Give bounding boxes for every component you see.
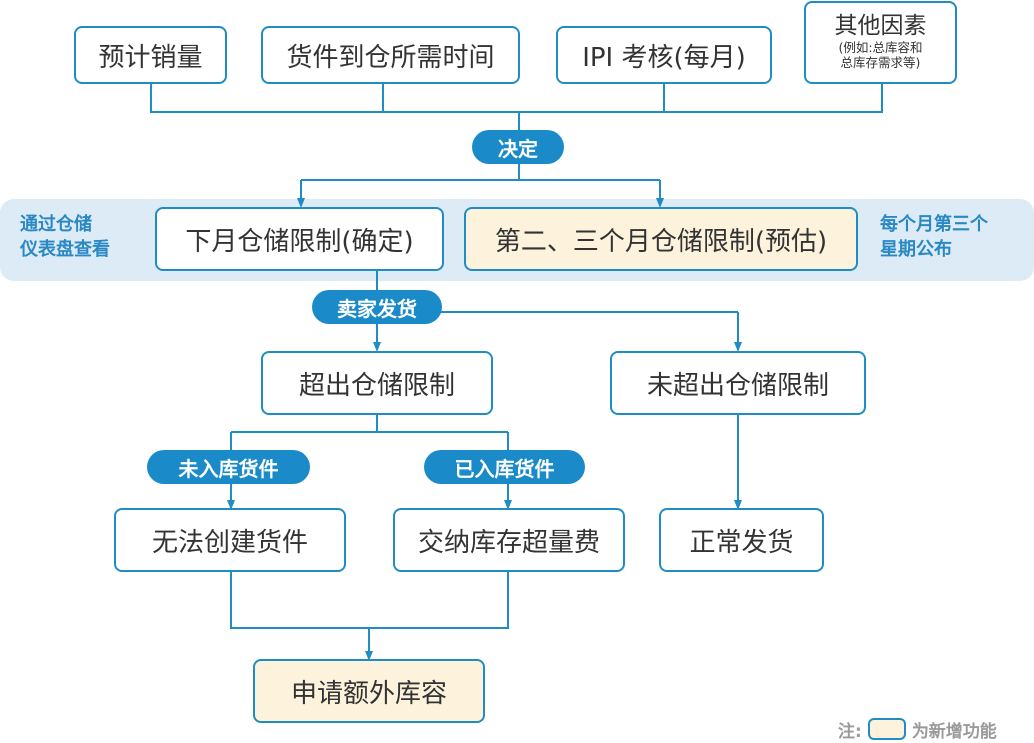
connector-inputs-merge <box>150 83 883 113</box>
publish-schedule-line-1: 每个月第三个 <box>880 214 988 235</box>
seller-ships-label: 卖家发货 <box>312 290 442 324</box>
transit-time-box: 货件到仓所需时间 <box>261 26 520 84</box>
legend-prefix: 注: <box>838 721 862 742</box>
apply-extra-capacity-box: 申请额外库容 <box>253 659 485 723</box>
over-limit-box: 超出仓储限制 <box>261 351 493 415</box>
dashboard-note-line-1: 通过仓储 <box>20 214 92 235</box>
dashboard-note: 通过仓储 仪表盘查看 <box>20 212 110 262</box>
legend-suffix: 为新增功能 <box>911 721 997 742</box>
other-factors-box: 其他因素 (例如:总库容和 总库存需求等) <box>804 1 957 84</box>
projected-sales-box: 预计销量 <box>74 26 227 84</box>
other-factors-title: 其他因素 <box>834 13 927 40</box>
cannot-create-shipment-box: 无法创建货件 <box>114 508 346 572</box>
later-months-limit-box: 第二、三个月仓储限制(预估) <box>464 207 858 271</box>
other-factors-detail-line-2: 总库存需求等) <box>840 55 921 71</box>
decide-label: 决定 <box>472 130 564 164</box>
connector-over-limit-split <box>231 414 508 433</box>
received-label: 已入库货件 <box>424 450 585 484</box>
publish-schedule-note: 每个月第三个 星期公布 <box>880 212 988 262</box>
publish-schedule-line-2: 星期公布 <box>880 239 952 261</box>
other-factors-detail-line-1: (例如:总库容和 <box>838 39 923 55</box>
ipi-review-box: IPI 考核(每月) <box>556 26 772 84</box>
under-limit-box: 未超出仓储限制 <box>610 351 866 415</box>
next-month-limit-box: 下月仓储限制(确定) <box>155 207 444 271</box>
not-received-label: 未入库货件 <box>147 450 310 484</box>
connector-results-merge <box>230 571 509 629</box>
dashboard-note-line-2: 仪表盘查看 <box>20 239 110 261</box>
legend-note: 注: 为新增功能 <box>838 716 997 742</box>
normal-shipping-box: 正常发货 <box>659 508 824 572</box>
overage-fee-box: 交纳库存超量费 <box>393 508 625 572</box>
new-feature-swatch <box>867 718 906 740</box>
